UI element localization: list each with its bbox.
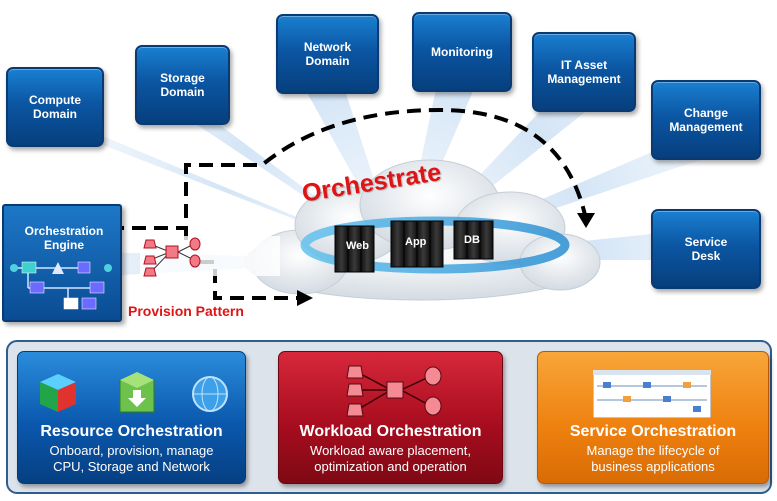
workflow-icon	[10, 261, 112, 310]
dashed-arrow-to-cloud	[184, 107, 587, 240]
compute-domain-box: Compute Domain	[6, 67, 104, 147]
app-server-icon	[390, 220, 444, 268]
network-globe-icon	[192, 376, 228, 412]
workload-orchestration-title: Workload Orchestration	[299, 423, 482, 440]
arrowhead-provision	[297, 290, 313, 306]
monitoring-box: Monitoring	[412, 12, 512, 92]
network-domain-box: Network Domain	[276, 14, 379, 94]
resource-word: Resource	[40, 423, 114, 440]
service-desk-label: Service Desk	[684, 235, 728, 263]
business-process-thumbnail	[593, 370, 711, 418]
service-orchestration-card: Service Orchestration Manage the lifecyc…	[537, 351, 769, 484]
change-management-box: Change Management	[651, 80, 761, 160]
it-asset-management-box: IT Asset Management	[532, 32, 636, 112]
resource-orchestration-card: Resource Orchestration Onboard, provisio…	[17, 351, 246, 484]
storage-domain-box: Storage Domain	[135, 45, 230, 125]
it-asset-management-label: IT Asset Management	[547, 58, 621, 86]
resource-orchestration-title: Resource Orchestration	[18, 423, 245, 441]
web-server-label: Web	[346, 240, 370, 252]
resource-orchestration-description: Onboard, provision, manage CPU, Storage …	[49, 443, 214, 474]
orchestration-engine-title: Orchestration Engine	[24, 224, 104, 252]
orchestration-diagram	[110, 107, 601, 306]
change-management-label: Change Management	[669, 106, 743, 134]
orchestration-word: Orchestration	[117, 423, 223, 440]
resource-icons	[40, 372, 228, 413]
orchestration-engine-box: Orchestration Engine	[2, 204, 122, 322]
workload-orchestration-card: Workload Orchestration Workload aware pl…	[278, 351, 503, 484]
monitoring-label: Monitoring	[431, 45, 493, 59]
storage-box-icon	[119, 372, 155, 413]
service-orchestration-description: Manage the lifecycle of business applica…	[586, 443, 720, 474]
compute-domain-label: Compute Domain	[29, 93, 81, 121]
workload-placement-icon	[346, 365, 442, 417]
arrowhead-top	[577, 213, 595, 228]
db-server-icon	[453, 220, 494, 260]
service-orchestration-title: Service Orchestration	[569, 423, 737, 440]
provision-pattern-label: Provision Pattern	[128, 303, 244, 319]
db-server-label: DB	[464, 234, 480, 246]
network-domain-label: Network Domain	[303, 40, 352, 68]
cube-icon	[40, 374, 76, 412]
workload-orchestration-description: Workload aware placement, optimization a…	[310, 443, 471, 474]
app-server-label: App	[405, 236, 427, 248]
provision-pattern-icon	[140, 236, 280, 277]
service-desk-box: Service Desk	[651, 209, 761, 289]
web-server-icon	[334, 225, 375, 273]
storage-domain-label: Storage Domain	[160, 71, 205, 99]
